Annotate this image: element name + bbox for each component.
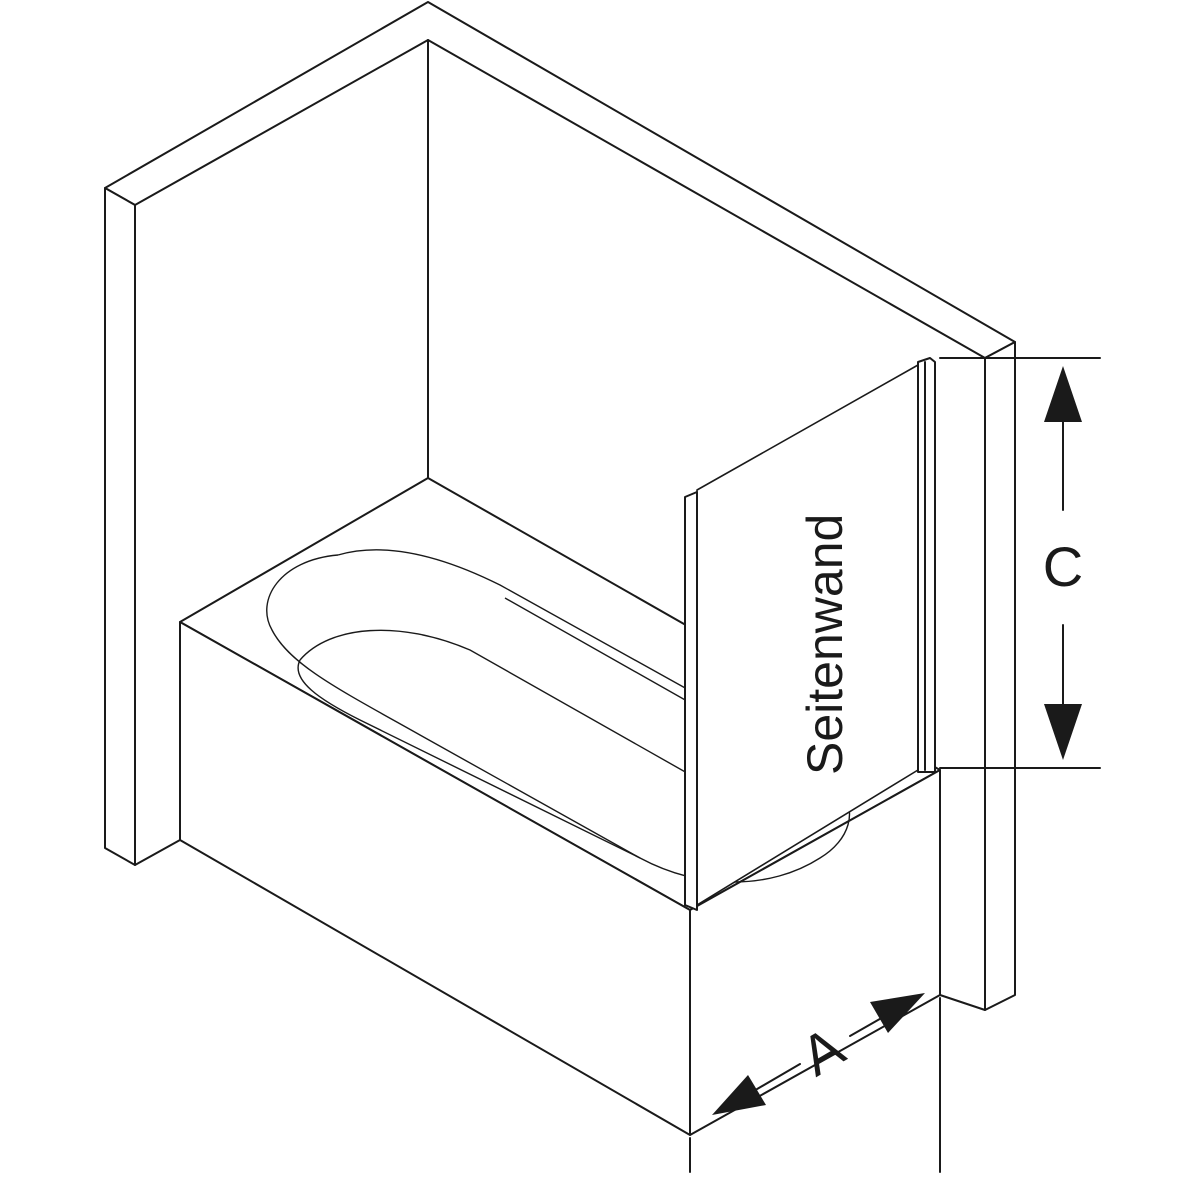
arrow-up-icon: [1044, 366, 1082, 422]
tub-end-face: [689, 769, 941, 1136]
wall-top-edge: [104, 1, 1016, 359]
tub-basin-top: [299, 629, 771, 821]
left-wall-end: [104, 187, 136, 866]
left-wall-base: [134, 839, 181, 866]
tub-rim-top: [337, 549, 776, 739]
arrow-left-icon: [712, 1075, 766, 1115]
room-walls: [104, 1, 1016, 1011]
dimension-c-label: C: [1043, 535, 1083, 598]
panel-label: Seitenwand: [797, 514, 853, 775]
panel-left-profile: [684, 491, 698, 911]
right-wall-base: [939, 994, 986, 1011]
side-panel: Seitenwand: [684, 357, 936, 911]
right-wall-end: [984, 341, 1016, 1011]
dimension-c: C: [939, 357, 1101, 769]
dimension-c-extension-lines: [939, 357, 1101, 769]
dimension-a-extension-lines: [689, 997, 941, 1173]
arrow-down-icon: [1044, 704, 1082, 760]
arrow-right-icon: [870, 993, 925, 1033]
panel-wall-profile: [917, 357, 936, 773]
tub-rim-outer: [266, 554, 851, 883]
tub-basin-bottom: [297, 659, 641, 859]
dimension-a-line: [751, 1015, 886, 1093]
